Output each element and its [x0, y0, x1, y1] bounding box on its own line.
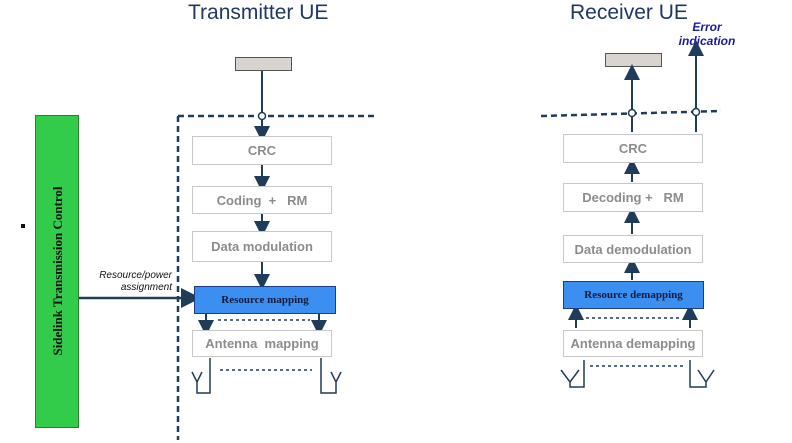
- receiver-title: Receiver UE: [570, 1, 688, 24]
- resource-assignment-line2: assignment: [120, 282, 172, 293]
- tx-antenna-right-icon: [320, 358, 342, 394]
- sidelink-control-bar: [35, 115, 79, 428]
- rx-resource-demapping-block: Resource demapping: [563, 281, 704, 309]
- tx-crc-block: CRC: [192, 136, 332, 165]
- rx-crc-block: CRC: [563, 134, 703, 163]
- resource-assignment-line1: Resource/power: [99, 270, 172, 281]
- resource-assignment-label: Resource/power assignment: [82, 270, 172, 294]
- rx-antenna-right-icon: [689, 360, 715, 388]
- rx-decoding-block: Decoding + RM: [563, 183, 703, 212]
- tx-antenna-mapping-block: Antenna mapping: [192, 330, 332, 357]
- bullet-marker: [21, 224, 25, 228]
- rx-junction-node-output: [627, 108, 637, 118]
- rx-antenna-demapping-block: Antenna demapping: [563, 330, 703, 357]
- rx-junction-node-error: [691, 107, 701, 117]
- rx-demodulation-block: Data demodulation: [563, 235, 703, 263]
- rx-antenna-left-icon: [560, 360, 585, 388]
- tx-coding-block: Coding + RM: [192, 186, 332, 214]
- tx-modulation-block: Data modulation: [192, 231, 332, 262]
- transmitter-title: Transmitter UE: [188, 1, 329, 24]
- transmitter-input-block: [235, 57, 292, 71]
- error-indication-line1: Error: [692, 20, 722, 34]
- tx-resource-mapping-block: Resource mapping: [194, 286, 336, 314]
- tx-junction-node: [257, 111, 267, 121]
- tx-antenna-left-icon: [191, 358, 211, 394]
